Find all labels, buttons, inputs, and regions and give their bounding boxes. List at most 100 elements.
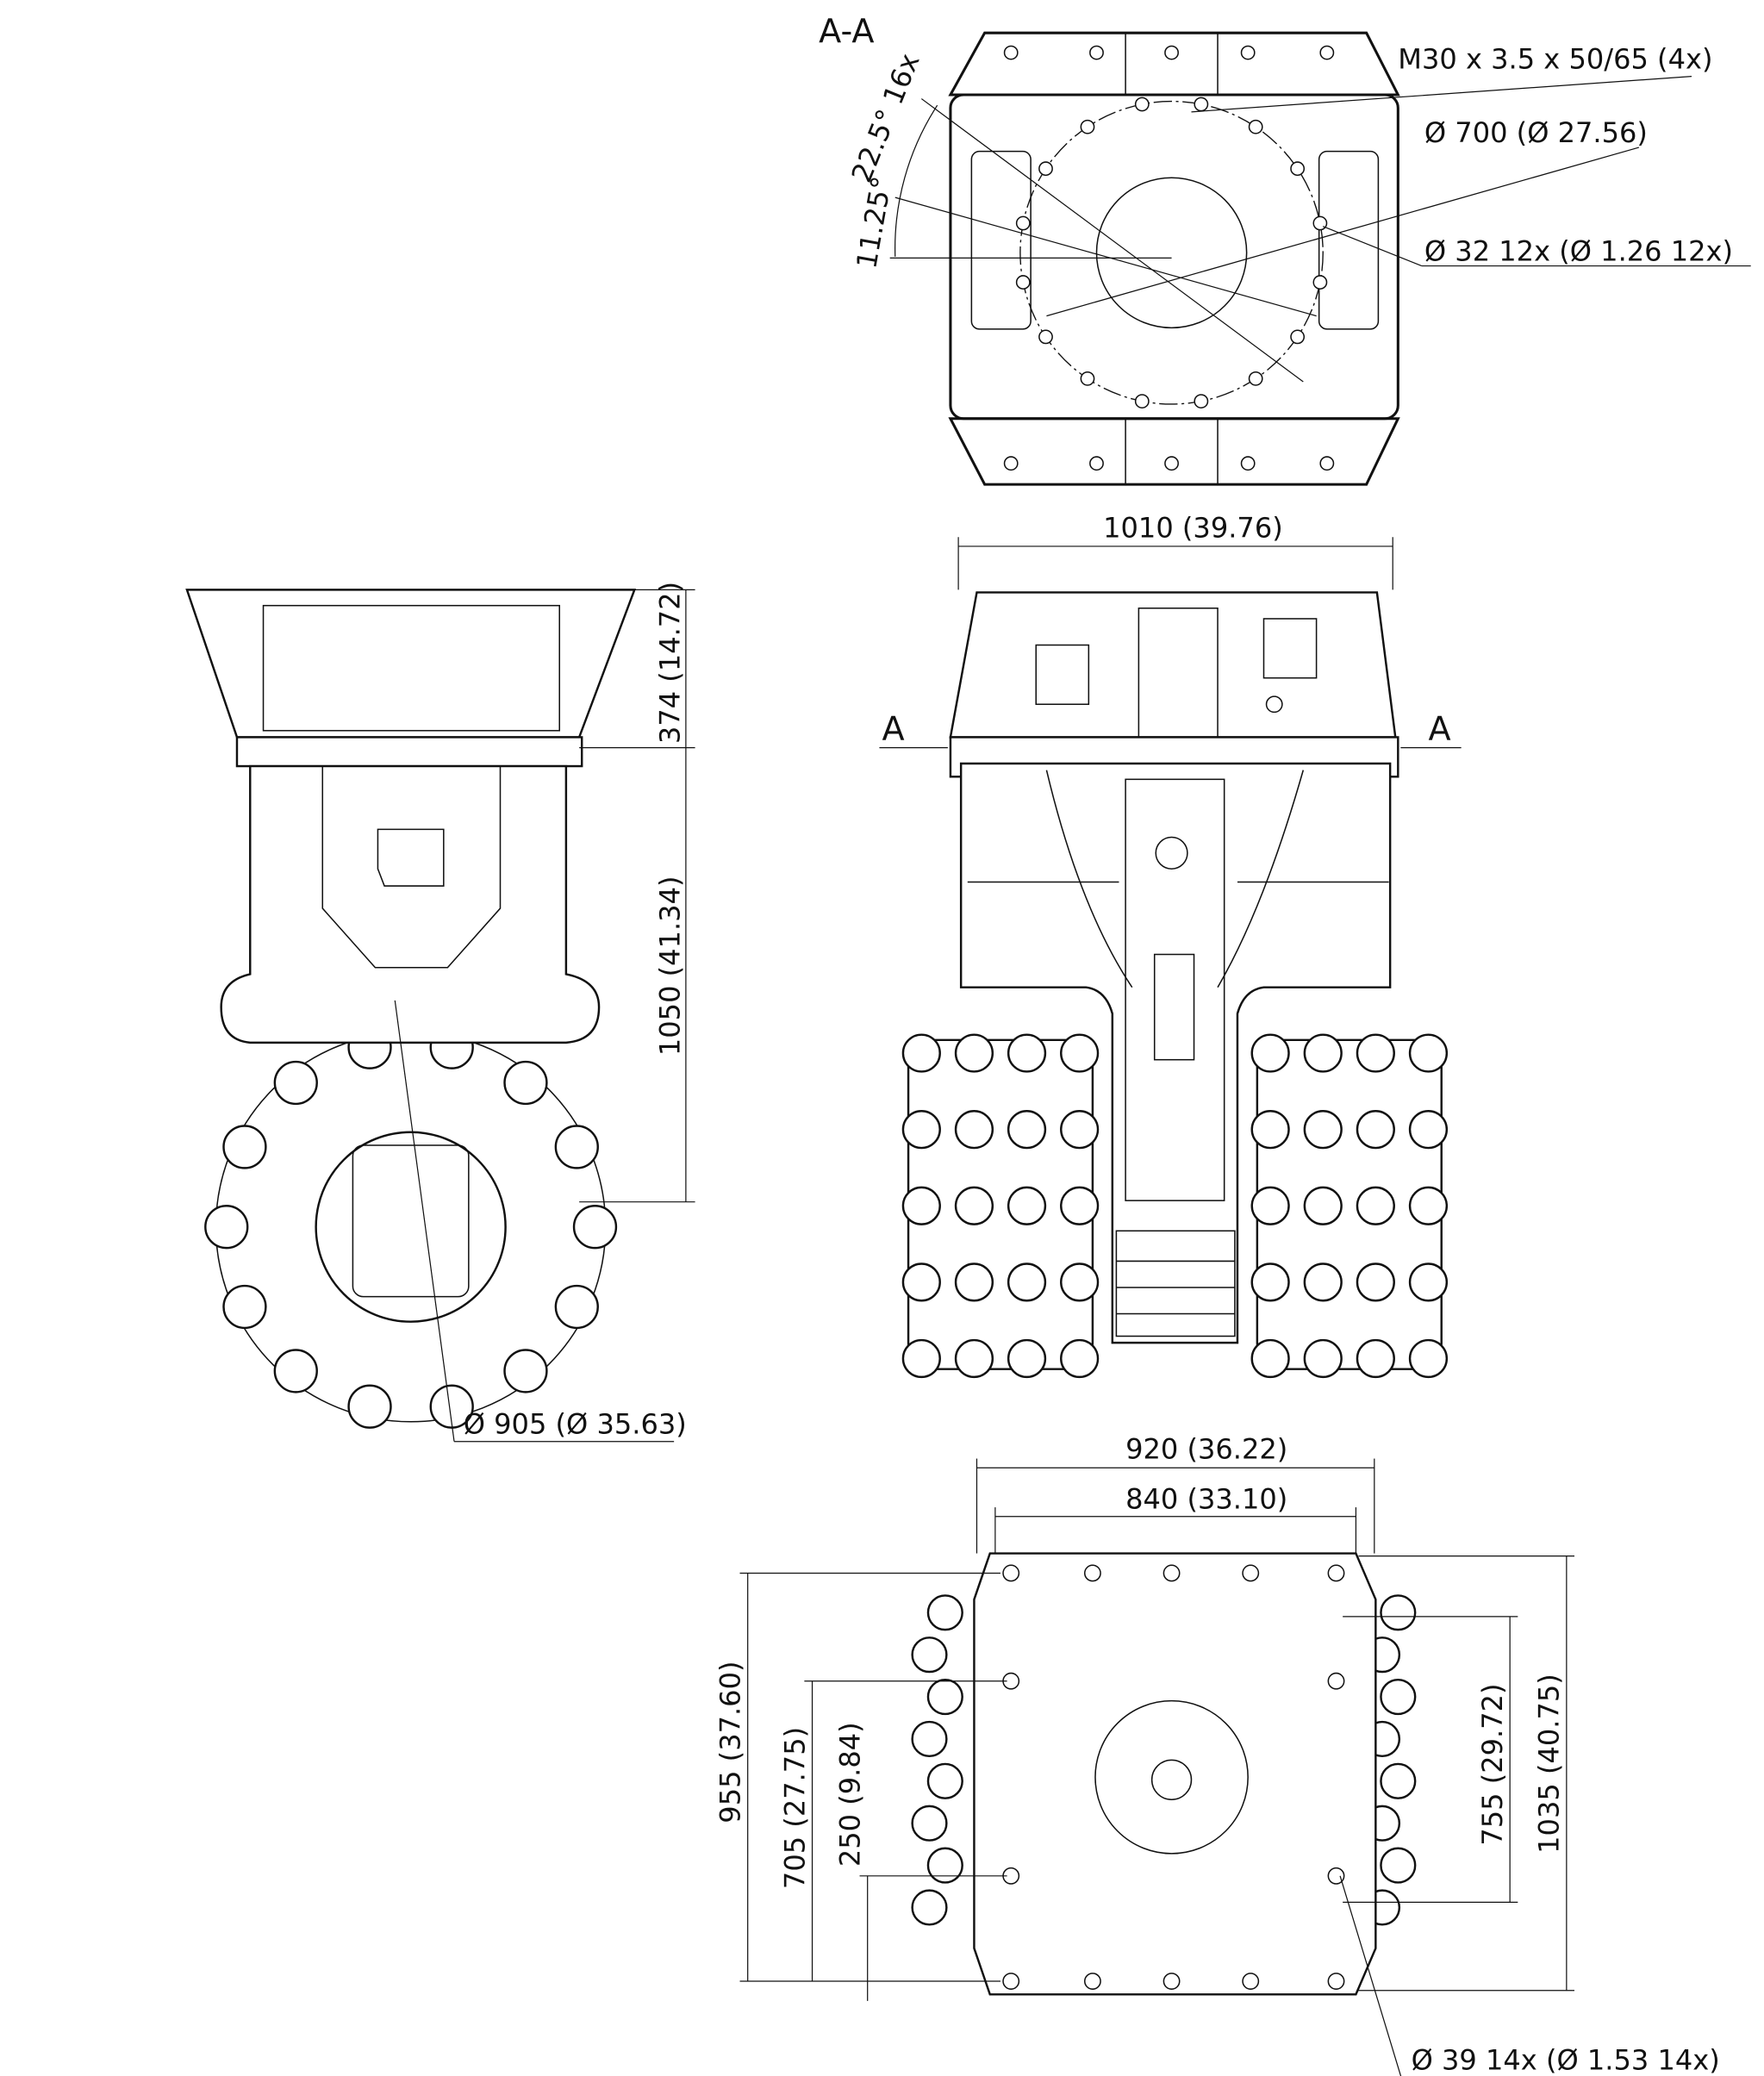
cutter-pick	[1060, 1338, 1100, 1379]
plate-hole	[1089, 456, 1104, 471]
cutter-pick	[1380, 1594, 1417, 1631]
cutter-pick	[1303, 1186, 1343, 1225]
section-marker-left: A	[882, 711, 905, 749]
cutter-pick	[1250, 1033, 1290, 1073]
mounting-hole	[1327, 1564, 1345, 1582]
cutter-pick	[1303, 1110, 1343, 1150]
cutter-pick	[1356, 1110, 1395, 1150]
bolt-hole	[1038, 161, 1053, 177]
cutter-pick	[1007, 1033, 1047, 1073]
height-955-label: 955 (37.60)	[714, 1661, 747, 1824]
cutter-pick	[926, 1678, 963, 1716]
height-1035-label: 1035 (40.75)	[1533, 1674, 1566, 1854]
cutter-pick	[1356, 1262, 1395, 1302]
cutter-pick	[1356, 1338, 1395, 1379]
bolt-hole	[1080, 371, 1095, 386]
mounting-hole	[1327, 1867, 1345, 1885]
cutter-pick	[901, 1110, 941, 1150]
plate-hole	[1164, 456, 1179, 471]
cutter-pick	[1408, 1110, 1449, 1150]
front-width-label: 1010 (39.76)	[1103, 511, 1283, 544]
cutter-pick	[1007, 1262, 1047, 1302]
plate-hole	[1240, 45, 1256, 60]
upper-height-label: 374 (14.72)	[653, 582, 686, 744]
cutter-pick	[503, 1060, 548, 1106]
plate-hole	[1240, 456, 1256, 471]
cutter-pick	[954, 1262, 994, 1302]
height-755-label: 755 (29.72)	[1476, 1683, 1509, 1845]
lower-height-label: 1050 (41.34)	[653, 876, 686, 1057]
cutter-pick	[1303, 1262, 1343, 1302]
bolt-hole	[1038, 329, 1053, 345]
cutter-pick	[954, 1338, 994, 1379]
bolt-hole	[1080, 119, 1095, 134]
cutter-pick	[1380, 1678, 1417, 1716]
mounting-hole	[1002, 1973, 1020, 1990]
cutter-pick	[901, 1033, 941, 1073]
mounting-hole	[1083, 1973, 1101, 1990]
cutter-pick	[911, 1889, 948, 1926]
bolt-holes	[1015, 97, 1328, 408]
cutter-pick	[222, 1284, 267, 1330]
angle-offset-label: 11.25°	[850, 174, 898, 271]
cutter-pick	[911, 1805, 948, 1842]
cutter-pick	[1060, 1033, 1100, 1073]
bolt-hole	[1134, 394, 1150, 408]
bolt-hole	[1015, 275, 1031, 290]
cutter-pick	[954, 1033, 994, 1073]
mounting-holes	[1002, 1564, 1345, 1990]
mounting-hole	[1327, 1672, 1345, 1690]
cutter-pick	[503, 1349, 548, 1393]
cutter-pick	[273, 1060, 318, 1106]
cutter-pick	[1408, 1338, 1449, 1379]
bolt-hole	[1312, 275, 1328, 290]
cutter-pick	[1007, 1110, 1047, 1150]
plate-hole	[1003, 45, 1019, 60]
cutter-pick	[1408, 1033, 1449, 1073]
cutter-pick	[926, 1762, 963, 1799]
cutter-pick	[1303, 1338, 1343, 1379]
section-marker-right: A	[1428, 711, 1450, 749]
cutter-pick	[901, 1186, 941, 1225]
thread-spec-label: M30 x 3.5 x 50/65 (4x)	[1398, 42, 1712, 75]
cutter-pick	[901, 1338, 941, 1379]
cutter-pick	[273, 1349, 318, 1393]
front-view: 1010 (39.76) A A	[879, 511, 1462, 1379]
cutter-pick	[1007, 1338, 1047, 1379]
plate-hole	[1003, 456, 1019, 471]
cutter-pick	[1380, 1762, 1417, 1799]
mounting-hole	[1327, 1973, 1345, 1990]
bolt-hole	[1312, 215, 1328, 231]
cutter-pick	[1303, 1033, 1343, 1073]
bolt-hole	[1015, 215, 1031, 231]
cutter-pick	[222, 1125, 267, 1169]
cutter-pick	[554, 1284, 599, 1330]
inner-width-label: 840 (33.10)	[1125, 1483, 1287, 1516]
cutter-pick	[1356, 1033, 1395, 1073]
cutter-pick	[911, 1720, 948, 1758]
cutter-pick	[1380, 1847, 1417, 1884]
cutter-pick	[911, 1636, 948, 1674]
height-250-label: 250 (9.84)	[834, 1722, 867, 1867]
outer-width-label: 920 (36.22)	[1125, 1433, 1287, 1466]
bolt-circle	[1019, 100, 1324, 405]
cutter-pick	[572, 1205, 618, 1250]
cutter-pick	[347, 1384, 392, 1429]
section-view-a-a: A-A M30 x 3.5 x 50/65 (4x) Ø 700 (Ø 27.5…	[819, 13, 1751, 486]
bolt-hole	[1290, 161, 1306, 177]
plate-hole	[1319, 45, 1335, 60]
bolt-hole	[1290, 329, 1306, 345]
plate-hole	[1164, 45, 1179, 60]
mounting-hole	[1242, 1564, 1260, 1582]
cutter-pick	[901, 1262, 941, 1302]
cutter-pick	[1060, 1110, 1100, 1150]
bolt-hole	[1194, 394, 1209, 408]
bolt-hole	[1248, 371, 1263, 386]
cutter-pick	[954, 1186, 994, 1225]
bolt-hole-label: Ø 32 12x (Ø 1.26 12x)	[1424, 234, 1733, 267]
angle-main-label: 22.5° 16x	[845, 49, 926, 187]
cutter-pick	[1007, 1186, 1047, 1225]
cutter-pick	[1250, 1262, 1290, 1302]
drum-diameter-label: Ø 905 (Ø 35.63)	[464, 1408, 687, 1441]
